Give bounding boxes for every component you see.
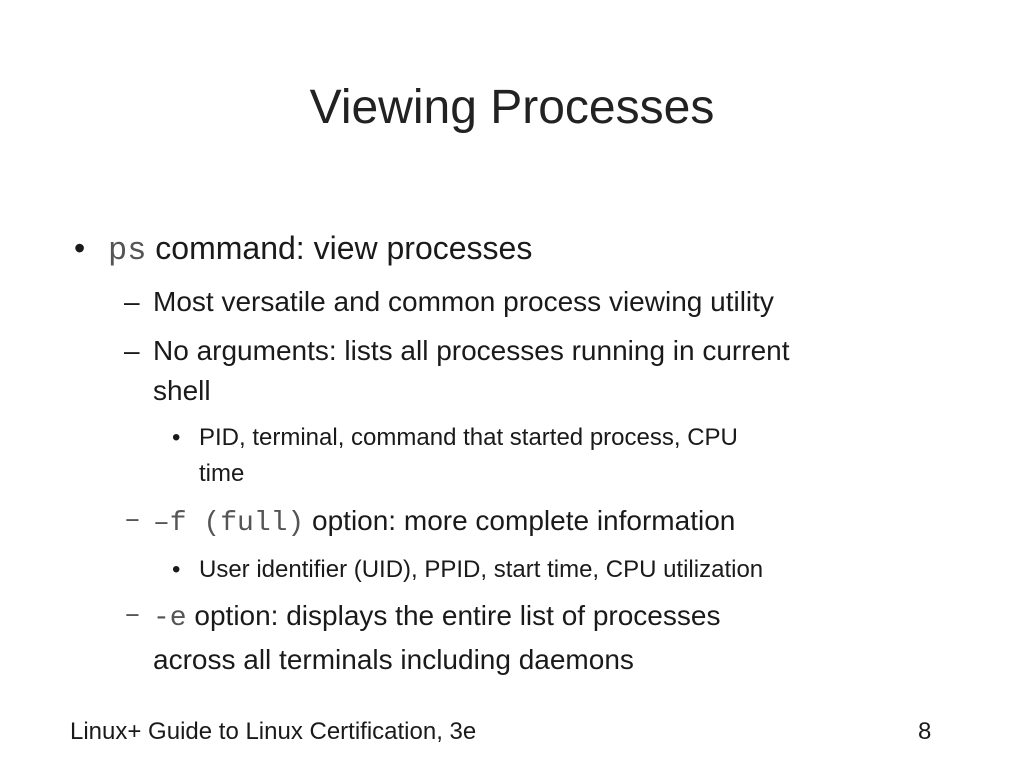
dash-marker: –: [124, 505, 141, 536]
bullet-marker: •: [172, 424, 181, 451]
dash-marker: –: [124, 600, 141, 631]
sub-sub-bullet-pid-line2: time: [199, 460, 245, 487]
sub-bullet-no-arguments-line2: shell: [153, 375, 211, 406]
bullet-marker: •: [172, 556, 181, 583]
sub-bullet-e-option-line1: -e option: displays the entire list of p…: [153, 596, 720, 639]
code-e-option: -e: [153, 603, 187, 634]
sub-sub-bullet-uid: User identifier (UID), PPID, start time,…: [199, 556, 764, 583]
dash-marker: –: [124, 335, 140, 366]
sub-bullet-e-option-line2: across all terminals including daemons: [153, 644, 634, 675]
footer-source: Linux+ Guide to Linux Certification, 3e: [70, 718, 477, 745]
bullet-ps-command: ps command: view processes: [108, 228, 532, 271]
code-ps: ps: [108, 232, 147, 269]
sub-bullet-no-arguments-line1: No arguments: lists all processes runnin…: [153, 335, 790, 366]
sub-bullet-text: option: displays the entire list of proc…: [194, 600, 721, 631]
sub-bullet-versatile: Most versatile and common process viewin…: [153, 286, 774, 317]
bullet-marker: •: [74, 230, 86, 266]
code-full-option: –f (full): [153, 508, 305, 539]
sub-bullet-text: option: more complete information: [312, 505, 736, 536]
sub-bullet-full-option: –f (full) option: more complete informat…: [153, 501, 735, 544]
bullet-text: command: view processes: [155, 230, 533, 266]
dash-marker: –: [124, 286, 140, 317]
slide-title: Viewing Processes: [309, 81, 715, 134]
footer-page-number: 8: [918, 718, 932, 745]
sub-sub-bullet-pid-line1: PID, terminal, command that started proc…: [199, 424, 738, 451]
